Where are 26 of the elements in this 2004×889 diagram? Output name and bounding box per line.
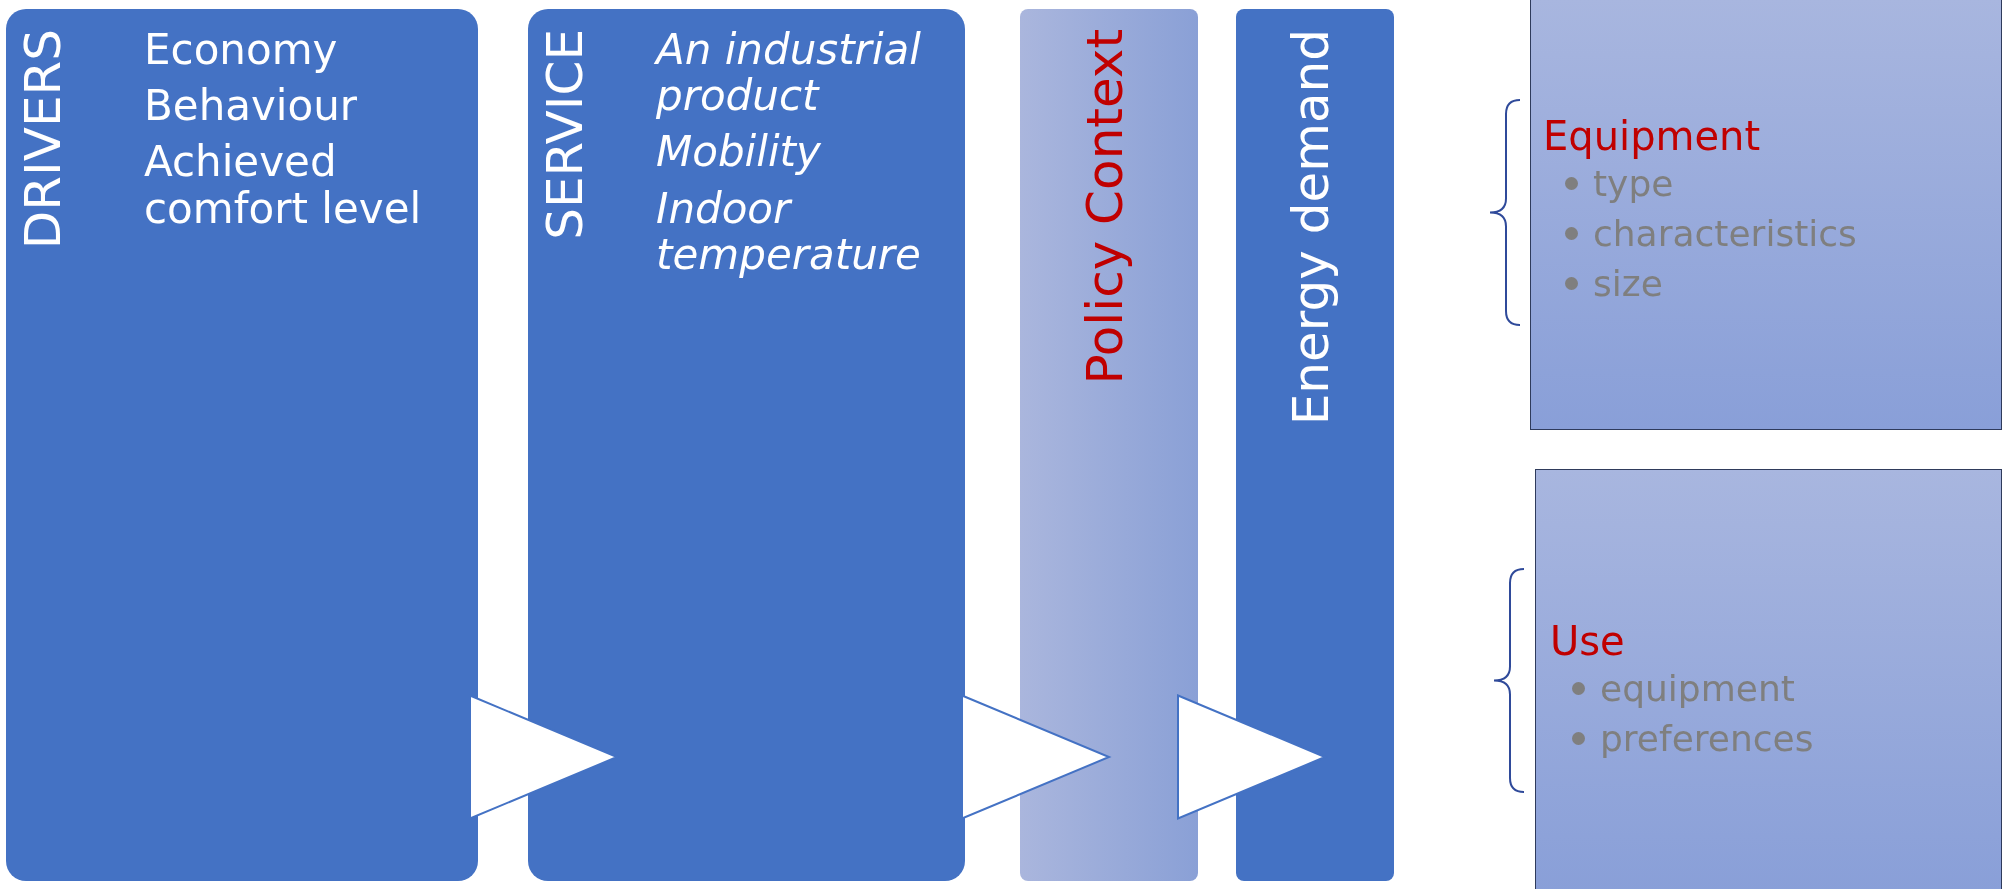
info-panel <box>1530 0 2002 430</box>
list-item: Indoor temperature <box>656 185 922 278</box>
heading-text: Use <box>1550 617 1626 666</box>
process-box <box>6 9 478 881</box>
list-item: Behaviour <box>144 83 359 130</box>
list-item: Economy <box>144 27 339 74</box>
list-item: type <box>1593 163 1674 204</box>
process-box <box>1020 9 1198 881</box>
list-item: Mobility <box>656 129 822 176</box>
list-item: characteristics <box>1593 213 1857 254</box>
info-panel <box>1535 469 2002 889</box>
heading-text: DRIVERS <box>18 29 68 250</box>
process-box <box>1236 9 1394 881</box>
arrow <box>1177 694 1326 820</box>
arrow <box>469 694 618 820</box>
process-box <box>528 9 965 881</box>
heading-text: SERVICE <box>540 29 590 240</box>
list-item: size <box>1593 263 1663 304</box>
list-item: Achieved comfort level <box>144 139 423 232</box>
arrow <box>961 694 1110 820</box>
list-item: equipment <box>1600 668 1795 709</box>
heading-text: Energy demand <box>1286 29 1336 426</box>
list-item: preferences <box>1600 718 1814 759</box>
heading-text: Policy Context <box>1080 29 1130 385</box>
list-item: An industrial product <box>656 27 922 120</box>
heading-text: Equipment <box>1543 112 1762 161</box>
